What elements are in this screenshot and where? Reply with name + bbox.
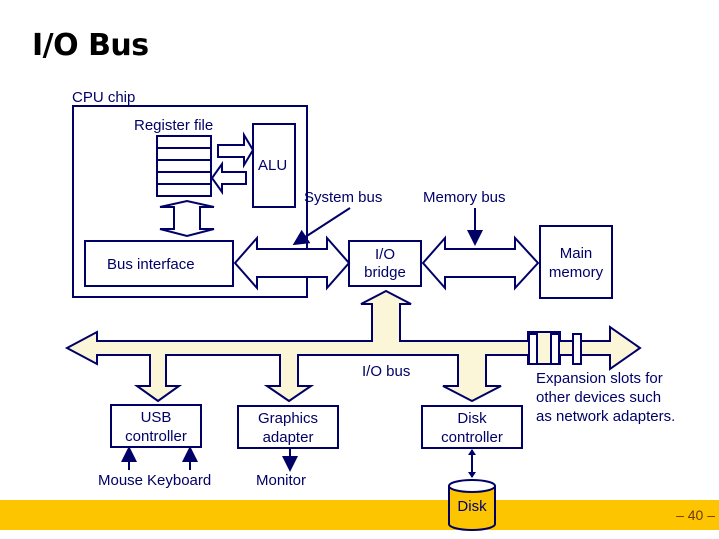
- reg-to-alu-arrow: [217, 131, 255, 169]
- mouse-label: Mouse: [98, 472, 143, 489]
- io-bridge-box: [348, 240, 422, 287]
- disk-label: Disk: [457, 498, 487, 515]
- disk-cylinder: [448, 479, 496, 531]
- io-bus: [64, 289, 642, 403]
- bus-interface-box: [84, 240, 234, 287]
- disk-controller-box: [421, 405, 523, 449]
- alu-box: [252, 123, 296, 208]
- usb-controller-label-line1: USB: [141, 409, 172, 426]
- reg-bus-interface-arrow: [159, 199, 215, 238]
- usb-controller-label-line2: controller: [125, 428, 187, 445]
- alu-label: ALU: [258, 157, 287, 174]
- bus-interface-label: Bus interface: [107, 256, 195, 273]
- register-file-label: Register file: [134, 117, 213, 134]
- io-bridge-label-line2: bridge: [364, 264, 406, 281]
- monitor-label: Monitor: [256, 472, 306, 489]
- disk-controller-label-line2: controller: [441, 429, 503, 446]
- register-file: [156, 135, 212, 197]
- system-bus-pointer: [292, 207, 351, 246]
- expansion-note-line2: other devices such: [536, 389, 661, 406]
- slide-title: I/O Bus: [32, 28, 149, 63]
- expansion-note-line3: as network adapters.: [536, 408, 675, 425]
- disk-controller-label-line1: Disk: [457, 410, 487, 427]
- memory-bus-label: Memory bus: [423, 189, 506, 206]
- expansion-note-line1: Expansion slots for: [536, 370, 663, 387]
- expansion-slot: [572, 333, 582, 365]
- system-bus: [233, 235, 351, 291]
- alu-to-reg-arrow: [210, 160, 247, 196]
- disk-link-arrowheads: [468, 449, 476, 478]
- footer-bar: [0, 500, 719, 530]
- cpu-chip-box: [72, 105, 308, 298]
- system-bus-label: System bus: [304, 189, 382, 206]
- graphics-adapter-label-line1: Graphics: [258, 410, 318, 427]
- graphics-adapter-label-line2: adapter: [263, 429, 314, 446]
- memory-bus: [421, 235, 540, 291]
- main-memory-label-line1: Main: [560, 245, 593, 262]
- io-bus-label: I/O bus: [362, 363, 410, 380]
- main-memory-box: [539, 225, 613, 299]
- expansion-slot: [550, 333, 560, 365]
- graphics-adapter-box: [237, 405, 339, 449]
- expansion-slot: [528, 333, 538, 365]
- io-bridge-label-line1: I/O: [375, 246, 395, 263]
- cpu-chip-label: CPU chip: [72, 89, 135, 106]
- page-number: – 40 –: [676, 507, 715, 523]
- usb-controller-box: [110, 404, 202, 448]
- expansion-slots: [528, 333, 582, 365]
- main-memory-label-line2: memory: [549, 264, 604, 281]
- keyboard-label: Keyboard: [147, 472, 211, 489]
